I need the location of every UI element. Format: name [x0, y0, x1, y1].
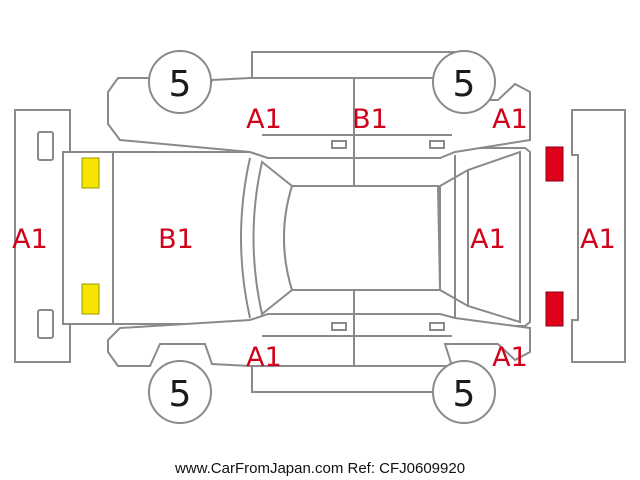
code-right-rear-fender: A1 — [492, 342, 528, 373]
tire-label-rear-right: 5 — [453, 374, 476, 415]
front-fog-lamp-top-icon — [37, 131, 54, 161]
code-hood: B1 — [158, 224, 194, 255]
front-left-wheel — [148, 50, 212, 114]
code-left-rear-fender: A1 — [492, 104, 528, 135]
rear-left-wheel — [432, 50, 496, 114]
code-left-front-door: A1 — [246, 104, 282, 135]
right-rear-handle-icon — [429, 322, 445, 331]
code-rear-bumper: A1 — [580, 224, 616, 255]
rear-bumper-outline — [571, 109, 626, 363]
right-side-panel — [107, 313, 531, 367]
tire-label-front-left: 5 — [169, 64, 192, 105]
left-front-handle-icon — [331, 140, 347, 149]
rear-right-wheel — [432, 360, 496, 424]
code-left-rear-door: B1 — [352, 104, 388, 135]
roof-outline — [283, 185, 442, 291]
front-headlamp-bottom-icon — [81, 283, 100, 315]
footer-reference: www.CarFromJapan.com Ref: CFJ0609920 — [174, 460, 465, 477]
front-right-wheel — [148, 360, 212, 424]
front-fog-lamp-bottom-icon — [37, 309, 54, 339]
left-sill-top — [251, 51, 455, 79]
code-front-bumper: A1 — [12, 224, 48, 255]
front-headlamp-top-icon — [81, 157, 100, 189]
right-sill-bottom — [251, 365, 455, 393]
right-front-handle-icon — [331, 322, 347, 331]
code-rear-panel: A1 — [470, 224, 506, 255]
rear-tail-lamp-top-icon — [545, 146, 564, 182]
tire-label-rear-left: 5 — [453, 64, 476, 105]
tire-label-front-right: 5 — [169, 374, 192, 415]
rear-tail-lamp-bottom-icon — [545, 291, 564, 327]
code-right-front-door: A1 — [246, 342, 282, 373]
left-rear-handle-icon — [429, 140, 445, 149]
hood-edge — [240, 157, 251, 319]
